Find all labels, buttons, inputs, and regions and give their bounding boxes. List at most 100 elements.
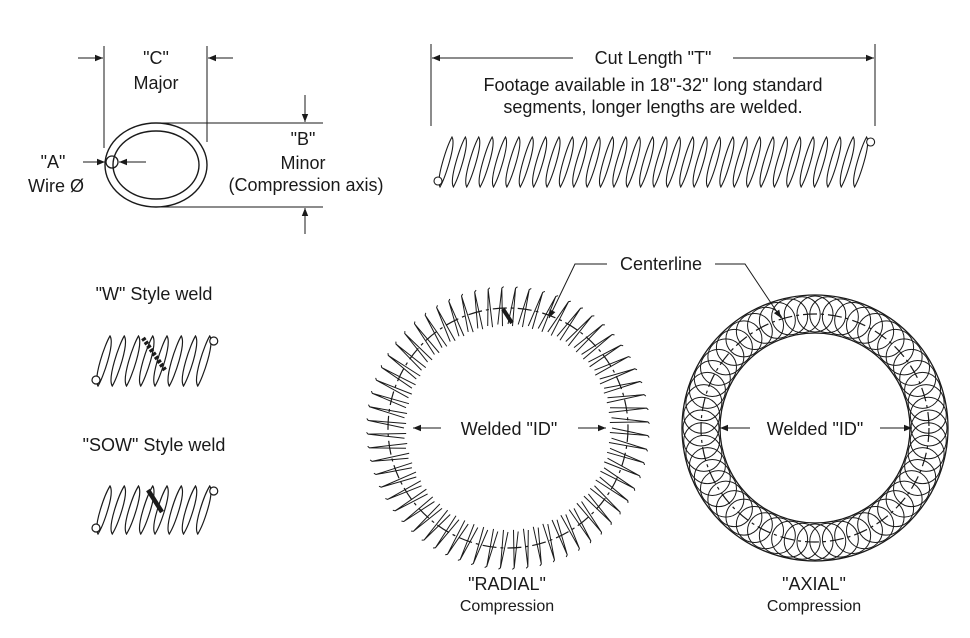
coil-turn bbox=[545, 135, 561, 189]
coil-turn bbox=[857, 312, 895, 350]
coil-turn bbox=[498, 529, 509, 570]
coil-turn bbox=[826, 135, 842, 189]
sow-weld-mark bbox=[146, 488, 164, 514]
coil-turn bbox=[665, 135, 681, 189]
coil-turn bbox=[783, 522, 821, 560]
coil-turn bbox=[732, 135, 748, 189]
coil-turn bbox=[796, 295, 834, 333]
radial-centerline bbox=[387, 307, 629, 549]
coil-turn bbox=[517, 288, 532, 328]
coil-turn bbox=[507, 286, 518, 327]
wire-end bbox=[433, 176, 443, 186]
coil-turn bbox=[771, 520, 809, 558]
axial-coils bbox=[681, 294, 949, 562]
coil-turn bbox=[845, 306, 883, 344]
w-style-label: "W" Style weld bbox=[96, 284, 213, 304]
wire-end bbox=[91, 523, 101, 533]
dimension-a-sublabel: Wire Ø bbox=[28, 176, 84, 196]
coil-turn bbox=[583, 493, 612, 526]
coil-turn bbox=[448, 298, 465, 337]
coil-turn bbox=[885, 338, 923, 376]
coil-turn bbox=[558, 135, 574, 189]
coil-turn bbox=[491, 135, 508, 189]
coil-turn bbox=[719, 135, 735, 189]
coil-turn bbox=[432, 515, 460, 549]
coil-turn bbox=[705, 135, 722, 189]
coil-turn bbox=[470, 526, 489, 565]
coil-turn bbox=[367, 442, 408, 449]
wire-end bbox=[209, 486, 219, 496]
coil-turn bbox=[378, 471, 417, 488]
coil-turn bbox=[196, 484, 212, 536]
coil-turn bbox=[747, 512, 785, 550]
dimension-c-sublabel: Major bbox=[133, 73, 178, 93]
coil-turn bbox=[366, 418, 407, 429]
coil-turn bbox=[853, 135, 869, 189]
coil-turn bbox=[839, 135, 855, 189]
coil-turn bbox=[474, 289, 484, 330]
radial-weld-mark bbox=[501, 307, 514, 325]
coil-turn bbox=[746, 135, 762, 189]
centerline-leader-left bbox=[548, 263, 607, 319]
coil-turn bbox=[594, 356, 631, 376]
coil-turn bbox=[153, 334, 169, 388]
cross-section: "C" Major "B" Minor (Compression axis) "… bbox=[28, 46, 384, 234]
coil-turn bbox=[693, 360, 731, 398]
coil-turn bbox=[547, 300, 571, 336]
coil-turn bbox=[366, 432, 407, 439]
centerline-leader-right bbox=[715, 263, 782, 319]
coil-turn bbox=[877, 490, 915, 528]
coil-turn bbox=[387, 352, 421, 380]
coil-turn bbox=[532, 526, 542, 567]
coil-turn bbox=[899, 458, 937, 496]
coil-turn bbox=[478, 135, 494, 189]
coil-turn bbox=[96, 334, 112, 388]
coil-turn bbox=[438, 135, 454, 189]
radial-title: "RADIAL" bbox=[468, 574, 546, 594]
coil-turn bbox=[904, 371, 942, 409]
coil-turn bbox=[556, 307, 584, 341]
radial-subtitle: Compression bbox=[460, 598, 554, 615]
coil-turn bbox=[685, 384, 723, 422]
cut-length-note-2: segments, longer lengths are welded. bbox=[503, 97, 802, 117]
wire-end bbox=[209, 336, 219, 346]
coil-turn bbox=[581, 333, 615, 360]
coil-turn bbox=[401, 496, 435, 523]
coil-turn bbox=[518, 135, 534, 189]
wire-end bbox=[91, 375, 101, 385]
coil-turn bbox=[699, 470, 737, 508]
coil-turn bbox=[196, 334, 212, 388]
coil-turn bbox=[110, 484, 126, 536]
coil-turn bbox=[153, 484, 169, 536]
coil-turn bbox=[758, 301, 796, 339]
coil-turn bbox=[181, 484, 198, 536]
cut-length-section: Cut Length "T" Footage available in 18"-… bbox=[430, 44, 876, 189]
coil-turn bbox=[139, 484, 155, 536]
coil-turn bbox=[771, 298, 809, 336]
coil-turn bbox=[600, 467, 636, 491]
coil-turn bbox=[436, 305, 456, 342]
coil-turn bbox=[606, 394, 647, 404]
axial-ring bbox=[681, 294, 949, 562]
centerline-label: Centerline bbox=[620, 254, 702, 274]
coil-turn bbox=[181, 334, 198, 388]
coil-turn bbox=[505, 135, 521, 189]
coil-turn bbox=[392, 488, 428, 512]
coil-turn bbox=[410, 503, 443, 532]
coil-turn bbox=[639, 135, 655, 189]
coil-turn bbox=[537, 295, 559, 332]
coil-turn bbox=[688, 447, 726, 485]
coil-turn bbox=[421, 509, 451, 541]
coil-turn bbox=[484, 528, 499, 568]
coil-turn bbox=[573, 324, 606, 353]
dimension-a-label: "A" bbox=[41, 152, 66, 172]
coil-turn bbox=[167, 334, 183, 388]
coil-turn bbox=[834, 517, 872, 555]
dimension-b-note: (Compression axis) bbox=[228, 175, 383, 195]
coil-turn bbox=[612, 135, 628, 189]
coil-turn bbox=[907, 434, 945, 472]
coil-turn bbox=[599, 368, 638, 385]
weld-styles: "W" Style weld "SOW" Style weld bbox=[83, 284, 225, 536]
coil-turn bbox=[735, 312, 773, 350]
